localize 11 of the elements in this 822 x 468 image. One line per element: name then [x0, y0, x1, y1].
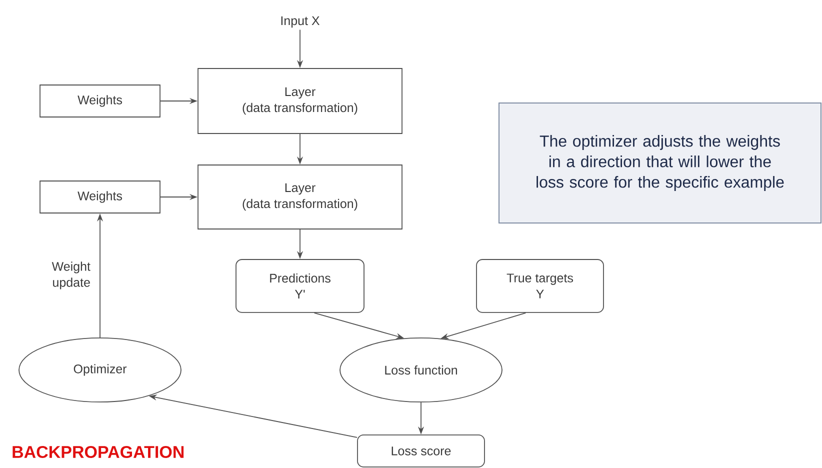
rounded-box: True targets Y — [476, 259, 604, 313]
rounded-box: Predictions Y' — [236, 259, 364, 313]
process-box: Layer (data transformation) — [198, 164, 402, 230]
rounded-box: Loss score — [357, 434, 485, 468]
process-box: Weights — [40, 180, 160, 214]
note-box: The optimizer adjusts the weights in a direction that will lower the loss score for the specific example — [498, 102, 822, 224]
edge-label: Weight update — [52, 262, 90, 290]
heading: BACKPROPAGATION — [12, 446, 184, 458]
process-box: Layer (data transformation) — [198, 68, 402, 134]
process-box: Weights — [40, 84, 160, 118]
input-label: Input X — [281, 16, 320, 28]
